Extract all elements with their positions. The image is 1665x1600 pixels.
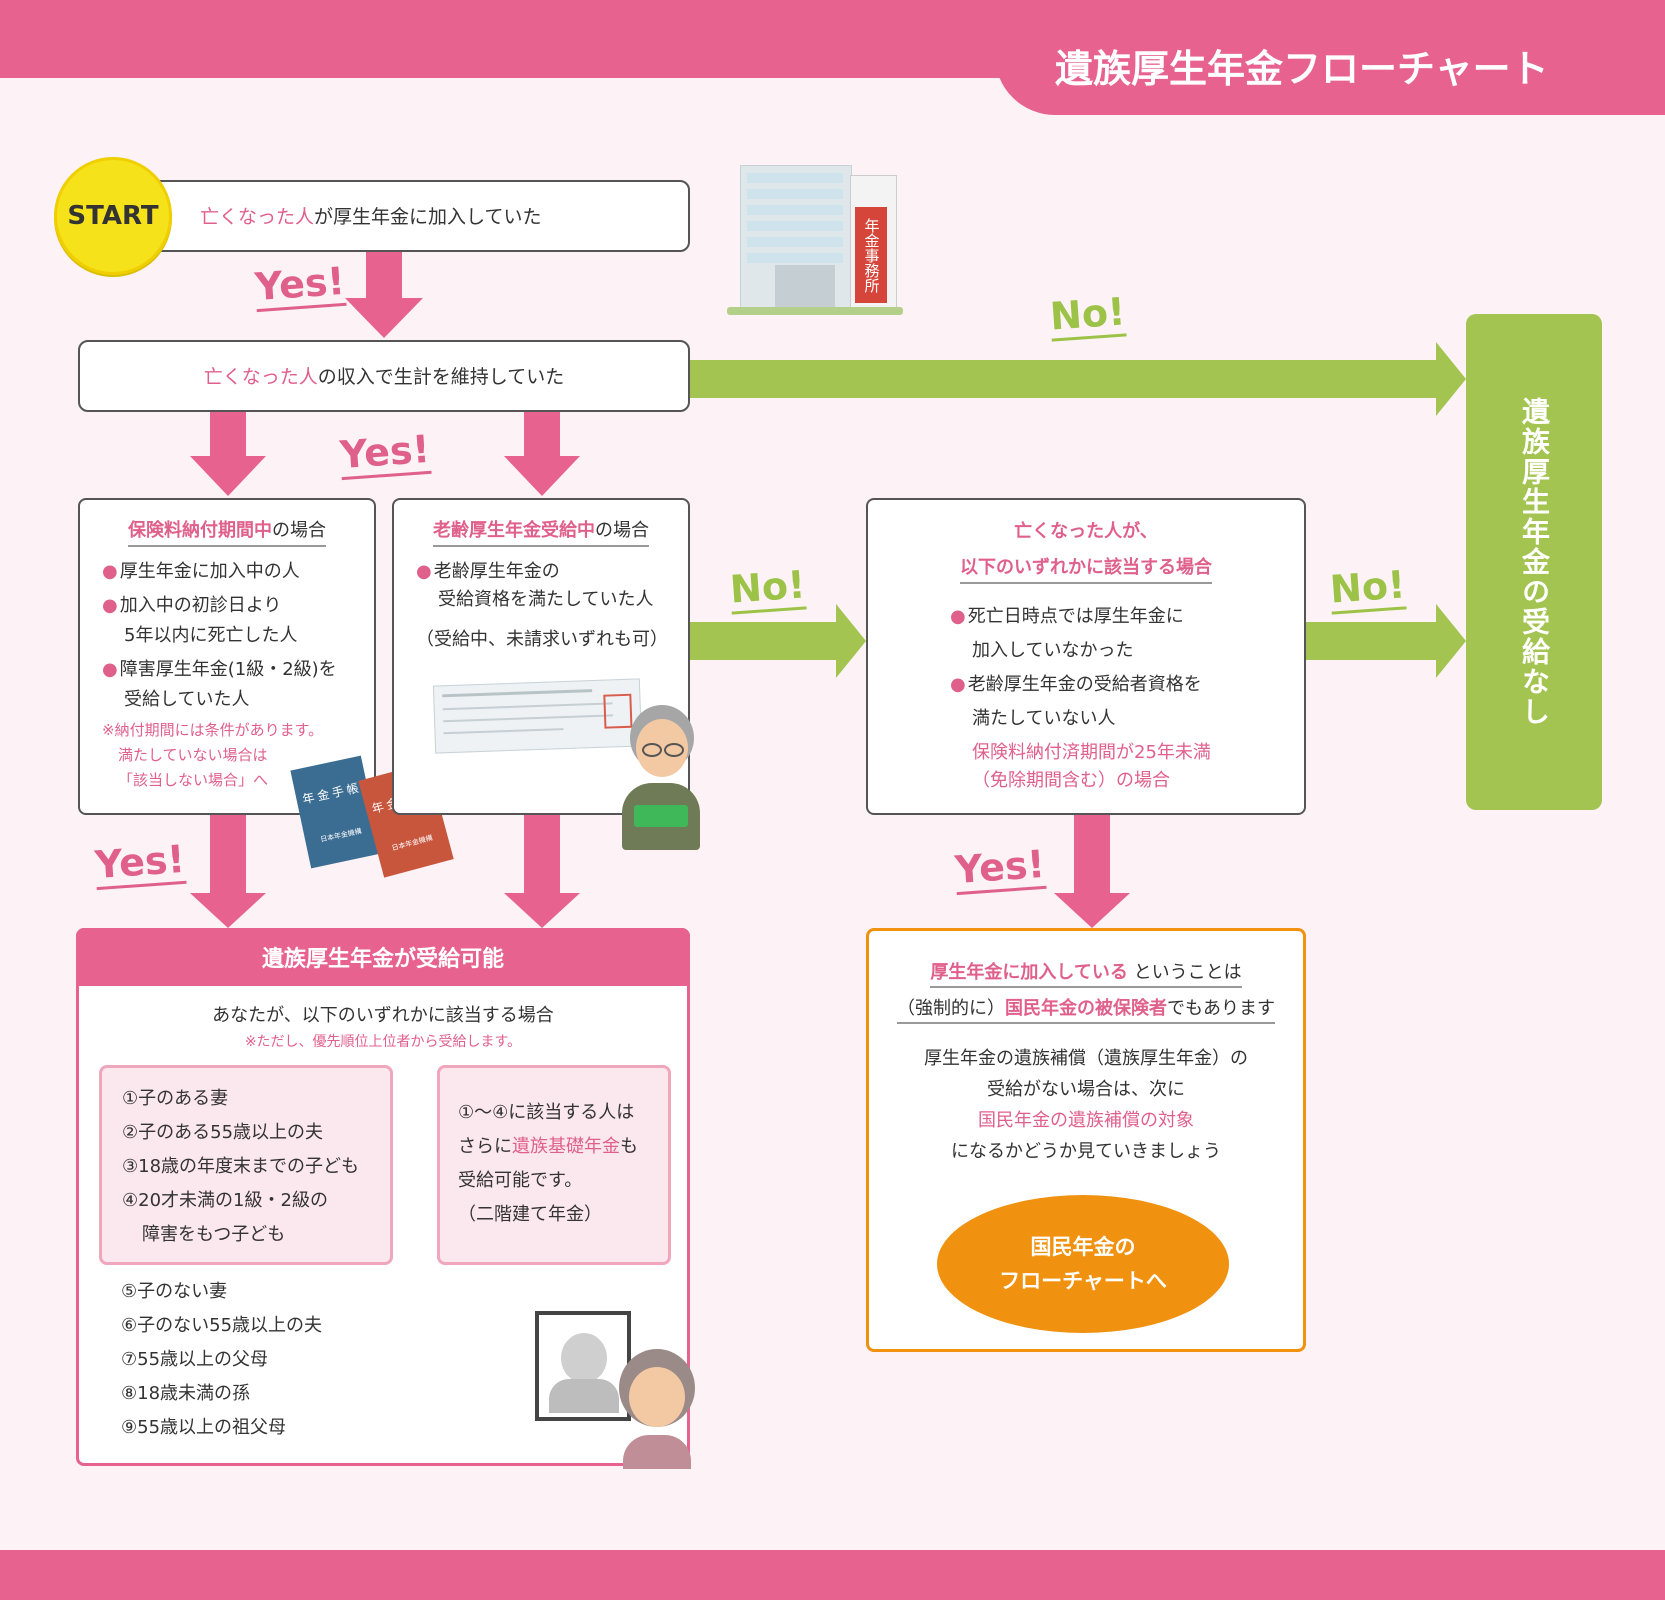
arrow-oldage-to-notqualified	[690, 604, 866, 678]
no-benefit-label: 遺族厚生年金の受給なし	[1518, 397, 1551, 727]
pension-certificate-illustration	[432, 678, 643, 754]
eligible-extra-1: ①〜④に該当する人は	[458, 1102, 635, 1123]
notq-note-1: 保険料納付済期間が25年未満	[972, 742, 1211, 763]
oldage-title-hl: 老齢厚生年金受給中	[433, 520, 595, 541]
yes-label-2: Yes!	[338, 426, 432, 481]
eligible-item-3: ③18歳の年度末までの子ども	[122, 1156, 360, 1177]
start-badge-label: START	[67, 201, 159, 231]
no-label-3: No!	[1328, 562, 1407, 615]
info-line1-hl: 厚生年金に加入している	[930, 962, 1128, 983]
insurance-item-3: 障害厚生年金(1級・2級)を	[102, 653, 337, 687]
memorial-photo-illustration	[535, 1311, 631, 1421]
header-title-tab	[995, 0, 1665, 115]
eligible-item-9: ⑨55歳以上の祖父母	[121, 1417, 287, 1438]
info-body-1: 厚生年金の遺族補償（遺族厚生年金）の	[924, 1048, 1248, 1069]
notq-title-2: 以下のいずれかに該当する場合	[960, 557, 1212, 584]
eligible-group-1: ①子のある妻 ②子のある55歳以上の夫 ③18歳の年度末までの子ども ④20才未…	[99, 1065, 393, 1265]
info-body-3: 国民年金の遺族補償の対象	[978, 1110, 1194, 1131]
notq-title-1: 亡くなった人が、	[1014, 521, 1158, 542]
eligible-item-4b: 障害をもつ子ども	[142, 1224, 286, 1245]
q2-question: 亡くなった人の収入で生計を維持していた	[78, 340, 690, 412]
arrow-q2-to-noresult	[690, 342, 1466, 416]
notq-item-1b: 加入していなかった	[972, 640, 1134, 661]
arrow-notqualified-to-noresult	[1306, 604, 1466, 678]
eligible-item-7: ⑦55歳以上の父母	[121, 1349, 269, 1370]
eligible-item-2: ②子のある55歳以上の夫	[122, 1122, 324, 1143]
yes-label-4: Yes!	[953, 841, 1047, 896]
eligible-intro: あなたが、以下のいずれかに該当する場合	[212, 1005, 554, 1026]
elderly-woman-illustration	[619, 1349, 695, 1469]
q2-subject: 亡くなった人	[203, 366, 318, 388]
arrow-insurance-to-eligible	[190, 815, 266, 928]
insurance-note-3: 「該当しない場合」へ	[118, 771, 269, 789]
insurance-item-1: 厚生年金に加入中の人	[102, 555, 337, 589]
eligible-box: 遺族厚生年金が受給可能 あなたが、以下のいずれかに該当する場合 ※ただし、優先順…	[76, 928, 695, 1469]
notq-item-2b: 満たしていない人	[972, 708, 1116, 729]
pension-office-sign: 年金事務所	[855, 207, 887, 303]
oldage-title-rest: の場合	[595, 520, 649, 541]
national-pension-flowchart-button[interactable]: 国民年金の フローチャートへ	[937, 1195, 1229, 1333]
page-title: 遺族厚生年金フローチャート	[1055, 47, 1549, 91]
insurance-item-2b: 5年以内に死亡した人	[124, 625, 298, 646]
info-line1-rest: ということは	[1133, 962, 1242, 983]
yes-label-1: Yes!	[253, 258, 347, 313]
notq-item-2: 老齢厚生年金の受給者資格を	[950, 668, 1211, 702]
start-subject: 亡くなった人	[200, 206, 315, 228]
eligible-extra-3: 受給可能です。	[458, 1170, 583, 1191]
arrow-notqualified-to-info	[1054, 815, 1130, 928]
no-label-2: No!	[728, 562, 807, 615]
insurance-title-hl: 保険料納付期間中	[128, 520, 272, 541]
oldage-item-1b: 受給資格を満たしていた人	[438, 589, 654, 610]
insurance-note-1: ※納付期間には条件があります。	[102, 721, 324, 739]
start-rest: が厚生年金に加入していた	[314, 206, 542, 228]
pension-office-illustration: 年金事務所	[727, 165, 905, 315]
arrow-start-to-q2	[345, 252, 423, 338]
info-body-4: になるかどうか見ていきましょう	[951, 1141, 1221, 1162]
insurance-title-rest: の場合	[272, 520, 326, 541]
insurance-item-3b: 受給していた人	[124, 689, 250, 710]
eligible-note: ※ただし、優先順位上位者から受給します。	[244, 1034, 522, 1050]
arrow-oldage-to-eligible	[504, 815, 580, 928]
eligible-extra-4: （二階建て年金）	[458, 1204, 602, 1225]
eligible-item-8: ⑧18歳未満の孫	[121, 1383, 251, 1404]
insurance-item-2: 加入中の初診日より	[102, 589, 337, 623]
start-question: 亡くなった人が厚生年金に加入していた	[150, 180, 690, 252]
no-label-1: No!	[1048, 289, 1127, 342]
eligible-extra-box: ①〜④に該当する人は さらに遺族基礎年金も 受給可能です。 （二階建て年金）	[437, 1065, 671, 1265]
basic-pension-link: 遺族基礎年金	[512, 1136, 620, 1157]
yes-label-3: Yes!	[93, 836, 187, 891]
info-line2-hl: 国民年金の被保険者	[1005, 998, 1167, 1019]
arrow-q2-to-oldage	[504, 412, 580, 496]
no-benefit-result: 遺族厚生年金の受給なし	[1466, 314, 1602, 810]
info-body-2: 受給がない場合は、次に	[987, 1079, 1185, 1100]
eligible-item-4: ④20才未満の1級・2級の	[122, 1190, 328, 1211]
eligible-item-6: ⑥子のない55歳以上の夫	[121, 1315, 323, 1336]
footer-band	[0, 1550, 1665, 1600]
notq-item-1: 死亡日時点では厚生年金に	[950, 600, 1211, 634]
start-badge: START	[54, 157, 172, 275]
not-qualified-box: 亡くなった人が、 以下のいずれかに該当する場合 死亡日時点では厚生年金に 加入し…	[866, 498, 1306, 815]
oldage-item-1: 老齢厚生年金の	[416, 555, 668, 589]
q2-rest: の収入で生計を維持していた	[317, 366, 565, 388]
elderly-man-illustration	[622, 705, 700, 850]
oldage-sub: （受給中、未請求いずれも可）	[416, 629, 668, 650]
notq-note-2: （免除期間含む）の場合	[972, 770, 1170, 791]
arrow-q2-to-insurance	[190, 412, 266, 496]
eligible-header: 遺族厚生年金が受給可能	[76, 928, 690, 986]
insurance-note-2: 満たしていない場合は	[118, 746, 268, 764]
eligible-item-5: ⑤子のない妻	[121, 1281, 228, 1302]
eligible-item-1: ①子のある妻	[122, 1088, 229, 1109]
info-box: 厚生年金に加入している ということは （強制的に）国民年金の被保険者でもあります…	[866, 928, 1306, 1352]
